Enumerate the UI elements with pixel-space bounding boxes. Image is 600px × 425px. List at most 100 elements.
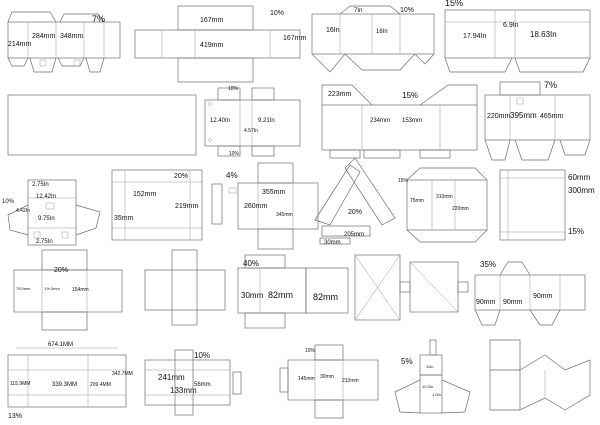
label-t4: 214mm <box>8 41 32 48</box>
dieline-3 <box>311 5 435 73</box>
label-t61: 82mm <box>313 292 338 302</box>
label-t76: 10% <box>305 348 316 354</box>
label-t80: 5% <box>401 357 413 366</box>
label-t47: 15% <box>398 178 409 184</box>
label-t43: 345mm <box>276 212 293 218</box>
label-t45: 205mm <box>344 232 364 238</box>
label-t21: 10% <box>229 151 240 157</box>
label-t65: 90mm <box>533 293 553 300</box>
label-t58: 40% <box>243 259 259 268</box>
dimension-labels: 7% 284mm 348mm 214mm 167mm 10% 419mm 167… <box>2 0 595 420</box>
label-t42: 260mm <box>244 203 268 210</box>
label-t22: 223mm <box>328 91 352 98</box>
dieline-20 <box>7 347 127 408</box>
dieline-23 <box>394 339 471 414</box>
dieline-1 <box>7 11 121 73</box>
label-t66: 674.1MM <box>48 342 73 348</box>
label-t73: 241mm <box>158 373 185 382</box>
label-t28: 395mm <box>510 111 537 120</box>
dieline-15 <box>13 249 123 331</box>
label-t23: 15% <box>402 91 418 100</box>
label-t79: 210mm <box>342 378 359 384</box>
label-t41: 355mm <box>262 189 286 196</box>
label-t70: 342.7MM <box>112 371 133 377</box>
label-t77: 145mm <box>298 376 315 382</box>
label-t18: 12.40In <box>210 118 230 124</box>
dieline-21 <box>144 349 242 416</box>
label-t75: 56mm <box>194 382 211 388</box>
label-t2: 284mm <box>32 33 56 40</box>
label-t8: 167mm <box>283 35 307 42</box>
dieline-7 <box>321 84 478 159</box>
label-t26: 7% <box>544 80 557 90</box>
label-t30: 2.75In <box>32 182 49 188</box>
label-t36: 20% <box>174 173 188 180</box>
dieline-6 <box>204 87 301 157</box>
dieline-17 <box>237 254 349 329</box>
label-t74: 133mm <box>170 386 197 395</box>
dieline-8 <box>484 81 591 161</box>
dieline-11 <box>228 162 319 250</box>
label-t82: 10.3In <box>422 384 433 389</box>
dieline-14 <box>499 169 566 241</box>
label-t63: 90mm <box>476 299 496 306</box>
dieline-4 <box>444 9 591 73</box>
label-t1: 7% <box>92 14 105 24</box>
label-t40: 4% <box>226 171 238 180</box>
label-t68: 339.3MM <box>52 382 77 388</box>
dieline-16 <box>144 249 226 326</box>
label-t39: 219mm <box>175 203 199 210</box>
label-t19: 4.57In <box>244 128 258 134</box>
label-t33: 9.75In <box>38 216 55 222</box>
label-t67: 115.9MM <box>10 381 30 387</box>
dieline-22 <box>279 344 379 419</box>
label-t52: 300mm <box>568 186 595 195</box>
label-t54: 20% <box>54 267 68 274</box>
label-t9: 7In <box>354 8 362 14</box>
label-t78: 30mm <box>320 374 334 380</box>
label-t12: 16In <box>376 29 388 35</box>
dieline-13 <box>406 167 488 243</box>
label-t34: 4.42In <box>16 208 30 214</box>
label-t32: 10% <box>2 199 15 205</box>
dieline-10 <box>111 169 223 241</box>
label-t62: 35% <box>480 260 496 269</box>
label-t71: 13% <box>8 413 22 420</box>
label-t64: 90mm <box>503 299 523 306</box>
label-t7: 419mm <box>200 42 224 49</box>
dieline-24 <box>489 339 591 411</box>
label-t50: 220mm <box>452 206 469 212</box>
label-t29: 465mm <box>540 113 564 120</box>
label-t51: 60mm <box>568 173 591 182</box>
label-t46: 30mm <box>324 240 341 246</box>
label-t24: 234mm <box>370 118 390 124</box>
label-t83: 1.0In <box>432 392 441 397</box>
label-t13: 15% <box>445 0 463 8</box>
label-t5: 167mm <box>200 17 224 24</box>
label-t35: 2.75In <box>36 239 53 245</box>
label-t31: 12.42In <box>36 194 56 200</box>
label-t27: 220mm <box>487 113 511 120</box>
label-t25: 153mm <box>402 118 422 124</box>
label-t56: 1%.0mm <box>44 286 60 291</box>
label-t53: 15% <box>568 227 584 236</box>
label-t20: 9.21In <box>258 118 275 124</box>
label-t48: 75mm <box>410 198 424 204</box>
label-t69: 209.4MM <box>90 382 111 388</box>
label-t15: 17.94In <box>463 33 486 40</box>
label-t59: 30mm <box>241 291 264 300</box>
dieline-2 <box>134 5 301 83</box>
dieline-18 <box>354 254 469 321</box>
label-t11: 16In <box>326 27 340 34</box>
dieline-19 <box>474 261 586 326</box>
label-t72: 10% <box>194 351 210 360</box>
label-t57: 154mm <box>72 287 89 293</box>
dieline-12 <box>314 157 396 245</box>
label-t16: 18.63In <box>530 30 557 39</box>
label-t37: 152mm <box>133 191 157 198</box>
label-t3: 348mm <box>60 33 84 40</box>
label-t10: 10% <box>400 7 414 14</box>
label-t14: 6.9In <box>503 22 519 29</box>
label-t38: 35mm <box>114 215 134 222</box>
dieline-9 <box>7 179 101 246</box>
